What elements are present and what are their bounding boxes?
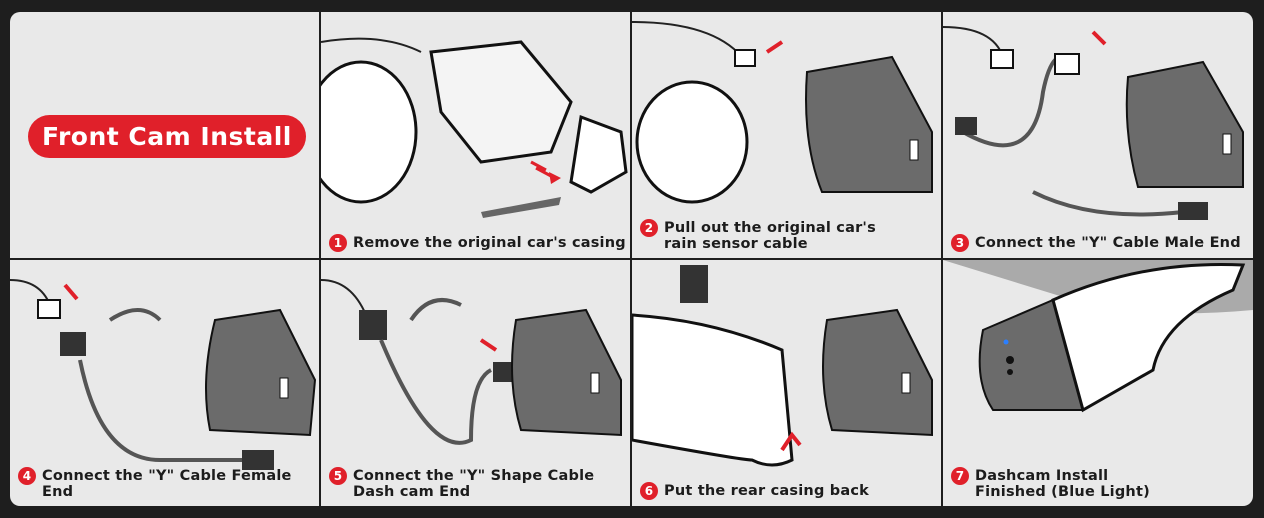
y-cable-dashcam-end-illustration <box>321 279 622 445</box>
casing-removal-illustration <box>321 37 628 218</box>
rain-sensor-cable-illustration <box>632 21 933 204</box>
y-cable-female-illustration <box>10 279 317 470</box>
title-panel: Front Cam Install <box>10 12 319 258</box>
rear-casing-illustration <box>632 265 933 467</box>
y-cable-male-illustration <box>943 26 1244 220</box>
finished-dashcam-illustration <box>943 260 1253 413</box>
guide-title: Front Cam Install <box>28 115 306 158</box>
blue-light-indicator <box>1003 339 1009 345</box>
